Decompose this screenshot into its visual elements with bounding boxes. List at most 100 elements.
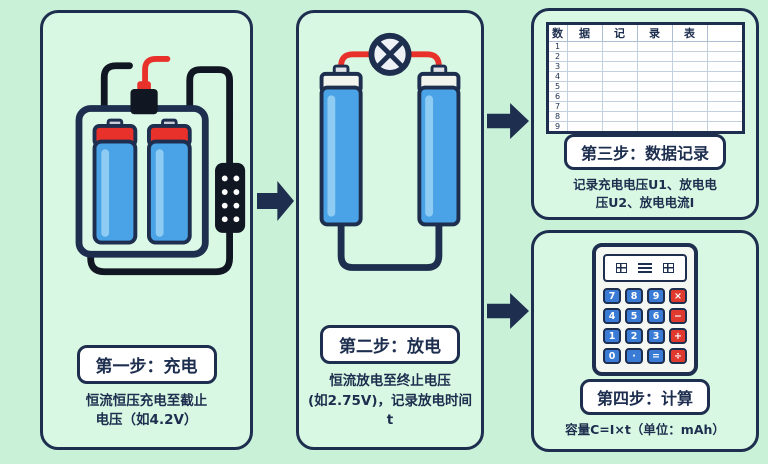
table-cell [636, 121, 673, 133]
step1-label: 第一步：充电 [76, 344, 217, 384]
table-cell [706, 121, 744, 133]
table-row-number-cell: 4 [546, 71, 568, 82]
step4-label-box: 第四步：计算 [579, 378, 710, 415]
table-cell [636, 51, 673, 62]
table-cell [706, 91, 744, 102]
table-cell [706, 51, 744, 62]
table-cell [601, 71, 638, 82]
discharge-circuit-illustration [302, 13, 478, 325]
table-cell [601, 51, 638, 62]
table-row: 9 [546, 121, 744, 133]
table-row-number-cell: 7 [546, 101, 568, 112]
table-row-number-cell: 3 [546, 61, 568, 72]
step2-caption: 恒流放电至终止电压 (如2.75V)，记录放电时间t [299, 372, 481, 431]
calculator-key: 5 [625, 308, 643, 324]
step3-caption-line1: 记录充电电压U1、放电电 [573, 177, 717, 192]
table-cell [566, 41, 603, 52]
step4-label: 第四步：计算 [579, 378, 710, 415]
table-row: 2 [546, 51, 744, 62]
table-cell [636, 41, 673, 52]
table-cell [671, 91, 708, 102]
step4-caption: 容量C=I×t（单位：mAh） [557, 421, 733, 439]
calculator-key: 6 [647, 308, 665, 324]
table-cell [636, 91, 673, 102]
discharge-circuit-icon [319, 32, 461, 271]
table-cell [671, 121, 708, 133]
table-header-cell: 记 [601, 23, 638, 42]
table-row: 6 [546, 91, 744, 102]
calculator-key: · [625, 348, 643, 364]
calculator-key: 7 [603, 288, 621, 304]
step3-caption-line2: 压U2、放电电流I [595, 195, 695, 211]
table-cell [636, 111, 673, 122]
table-cell [706, 101, 744, 112]
battery-charger-icon [75, 56, 245, 276]
table-row-number-cell: 6 [546, 91, 568, 102]
calculator-key: 1 [603, 328, 621, 344]
step2-caption-line2: (如2.75V)，记录放电时间t [307, 392, 473, 429]
table-row: 5 [546, 81, 744, 92]
table-cell [706, 41, 744, 52]
table-row-number-cell: 5 [546, 81, 568, 92]
table-cell [566, 71, 603, 82]
calculator-key: 4 [603, 308, 621, 324]
step3-caption: 记录充电电压U1、放电电 压U2、放电电流I [565, 176, 725, 212]
table-cell [601, 81, 638, 92]
table-cell [706, 61, 744, 72]
table-cell [566, 91, 603, 102]
table-header-cell: 表 [671, 23, 708, 42]
table-cell [671, 101, 708, 112]
step2-panel: 第二步：放电 恒流放电至终止电压 (如2.75V)，记录放电时间t [296, 10, 484, 450]
table-row: 4 [546, 71, 744, 82]
table-header-cell: 数 [546, 23, 568, 42]
table-cell [671, 71, 708, 82]
step1-caption: 恒流恒压充电至截止 电压（如4.2V） [78, 392, 216, 431]
calculator-solar-icon [616, 263, 627, 273]
step2-caption-line1: 恒流放电至终止电压 [329, 373, 451, 390]
table-row-number-cell: 8 [546, 111, 568, 122]
table-cell [601, 101, 638, 112]
table-cell [671, 61, 708, 72]
calculator-key: 2 [625, 328, 643, 344]
step4-caption-line1: 容量C=I×t（单位：mAh） [565, 421, 725, 437]
table-cell [601, 121, 638, 133]
calculator-key: 8 [625, 288, 643, 304]
step2-label-box: 第二步：放电 [320, 325, 460, 365]
table-cell [671, 81, 708, 92]
calculator-key: + [669, 328, 687, 344]
table-cell [636, 61, 673, 72]
table-cell [566, 101, 603, 112]
table-cell [671, 111, 708, 122]
calculator-screen [603, 254, 687, 282]
table-row-number-cell: 2 [546, 51, 568, 62]
arrow-step2-to-step4-icon [487, 293, 529, 329]
calculator-grid-icon [663, 263, 674, 273]
table-cell [601, 91, 638, 102]
step1-panel: 第一步：充电 恒流恒压充电至截止 电压（如4.2V） [40, 10, 253, 450]
step1-caption-line1: 恒流恒压充电至截止 [85, 392, 208, 409]
arrow-step2-to-step3-icon [487, 103, 529, 139]
table-cell [636, 81, 673, 92]
table-header-row: 数 据 记 录 表 [546, 23, 744, 42]
table-header-cell [706, 23, 744, 42]
table-row-number-cell: 9 [546, 121, 568, 133]
table-cell [636, 71, 673, 82]
table-cell [566, 81, 603, 92]
table-header-cell: 录 [636, 23, 673, 42]
table-cell [566, 121, 603, 133]
table-cell [706, 81, 744, 92]
calculator-key: ÷ [669, 348, 687, 364]
table-cell [566, 111, 603, 122]
step3-label-box: 第三步：数据记录 [563, 134, 726, 170]
table-cell [601, 41, 638, 52]
table-cell [566, 61, 603, 72]
table-cell [601, 111, 638, 122]
step3-label: 第三步：数据记录 [563, 134, 726, 170]
calculator-key: = [647, 348, 665, 364]
table-row: 8 [546, 111, 744, 122]
